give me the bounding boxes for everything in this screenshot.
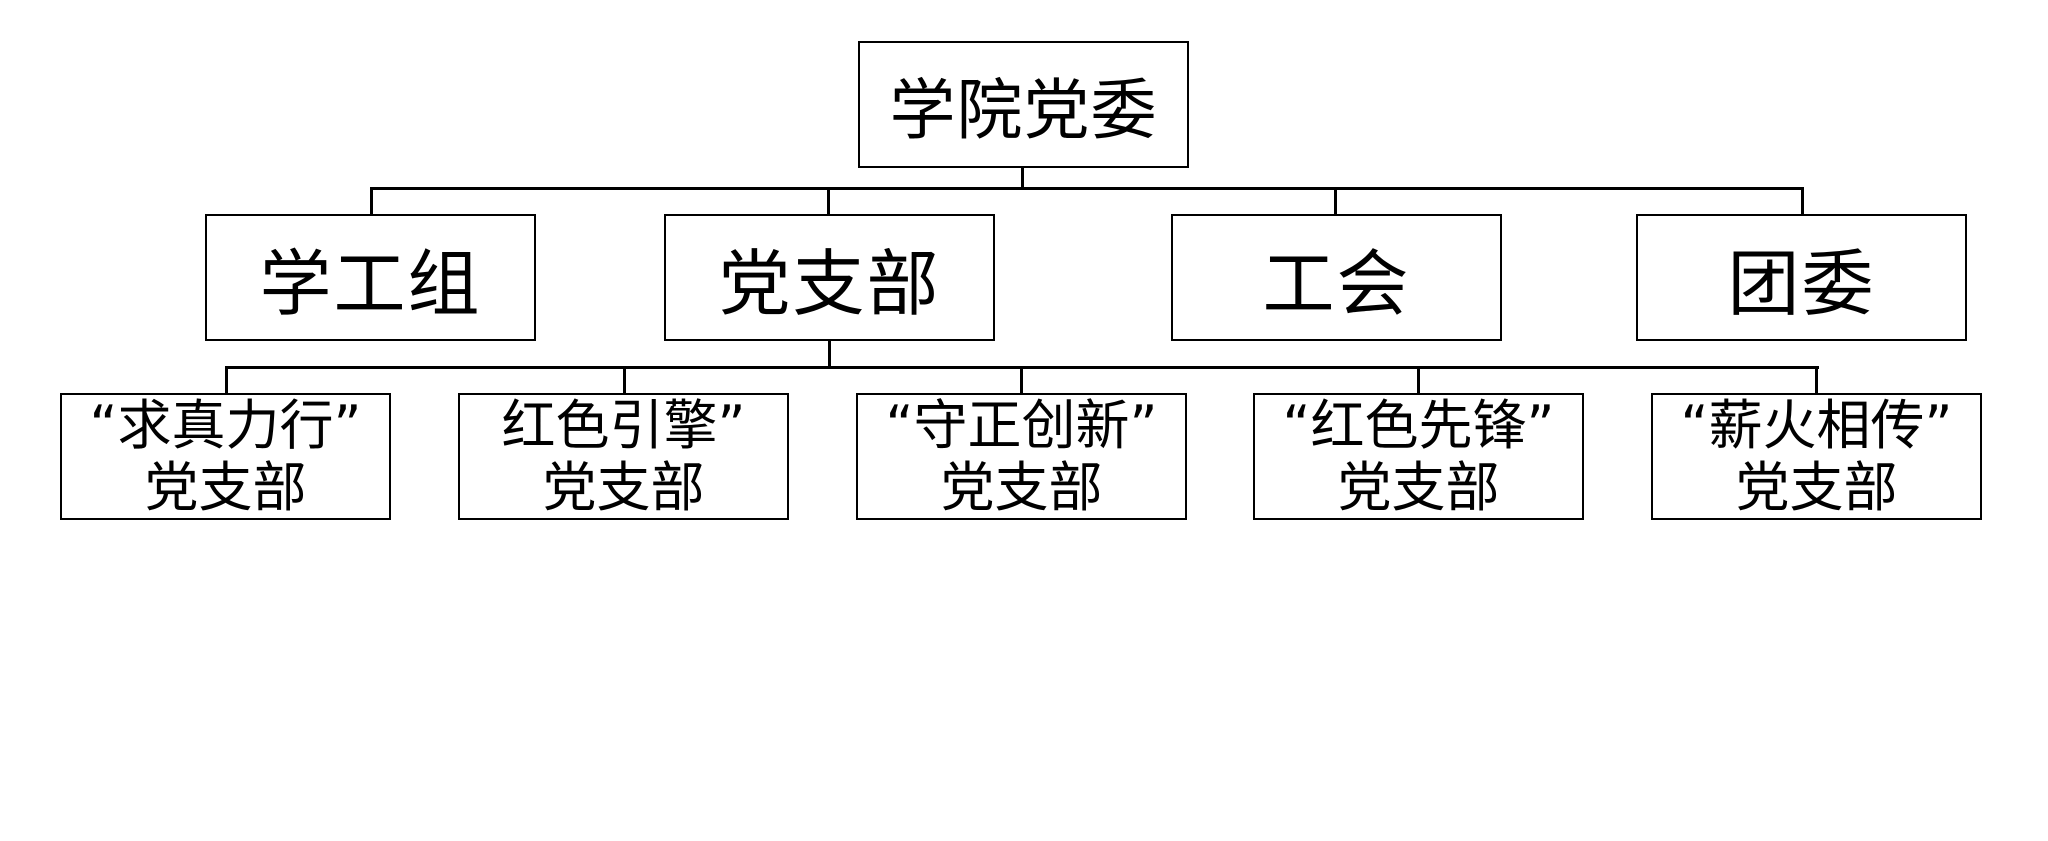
node-level2-5: “薪火相传” 党支部 (1651, 393, 1982, 520)
node-level1-label: 党支部 (718, 242, 941, 326)
node-level2-4: “红色先锋” 党支部 (1253, 393, 1584, 520)
node-level2-line2: 党支部 (144, 455, 307, 519)
node-level1-label: 工会 (1262, 242, 1411, 326)
node-level2-3: “守正创新” 党支部 (856, 393, 1187, 520)
node-root-label: 学院党委 (889, 71, 1158, 149)
connector-level2-drop-5 (1815, 366, 1818, 394)
node-level1-3: 工会 (1171, 214, 1502, 341)
node-level2-line1: “薪火相传” (1680, 393, 1953, 457)
node-root: 学院党委 (858, 41, 1189, 168)
node-level2-line1: 红色引擎” (501, 393, 746, 457)
node-level2-line2: 党支部 (1337, 455, 1500, 519)
node-level1-2: 党支部 (664, 214, 995, 341)
node-level2-line1: “红色先锋” (1282, 393, 1555, 457)
connector-branch-stem (828, 340, 831, 367)
connector-level1-drop-1 (370, 187, 373, 215)
node-level2-line2: 党支部 (940, 455, 1103, 519)
connector-level1-drop-2 (827, 187, 830, 215)
node-level2-2: 红色引擎” 党支部 (458, 393, 789, 520)
node-level2-line1: “守正创新” (885, 393, 1158, 457)
node-level2-1: “求真力行” 党支部 (60, 393, 391, 520)
node-level1-label: 团委 (1727, 242, 1876, 326)
node-level1-label: 学工组 (259, 242, 482, 326)
node-level2-line2: 党支部 (542, 455, 705, 519)
connector-root-stem (1021, 166, 1024, 188)
connector-level1-bus (370, 187, 1804, 190)
node-level1-4: 团委 (1636, 214, 1967, 341)
connector-level2-drop-2 (623, 366, 626, 394)
connector-level2-drop-3 (1020, 366, 1023, 394)
connector-level1-drop-4 (1801, 187, 1804, 215)
node-level1-1: 学工组 (205, 214, 536, 341)
node-level2-line2: 党支部 (1735, 455, 1898, 519)
connector-level1-drop-3 (1334, 187, 1337, 215)
node-level2-line1: “求真力行” (89, 393, 362, 457)
connector-level2-drop-4 (1417, 366, 1420, 394)
connector-level2-drop-1 (225, 366, 228, 394)
